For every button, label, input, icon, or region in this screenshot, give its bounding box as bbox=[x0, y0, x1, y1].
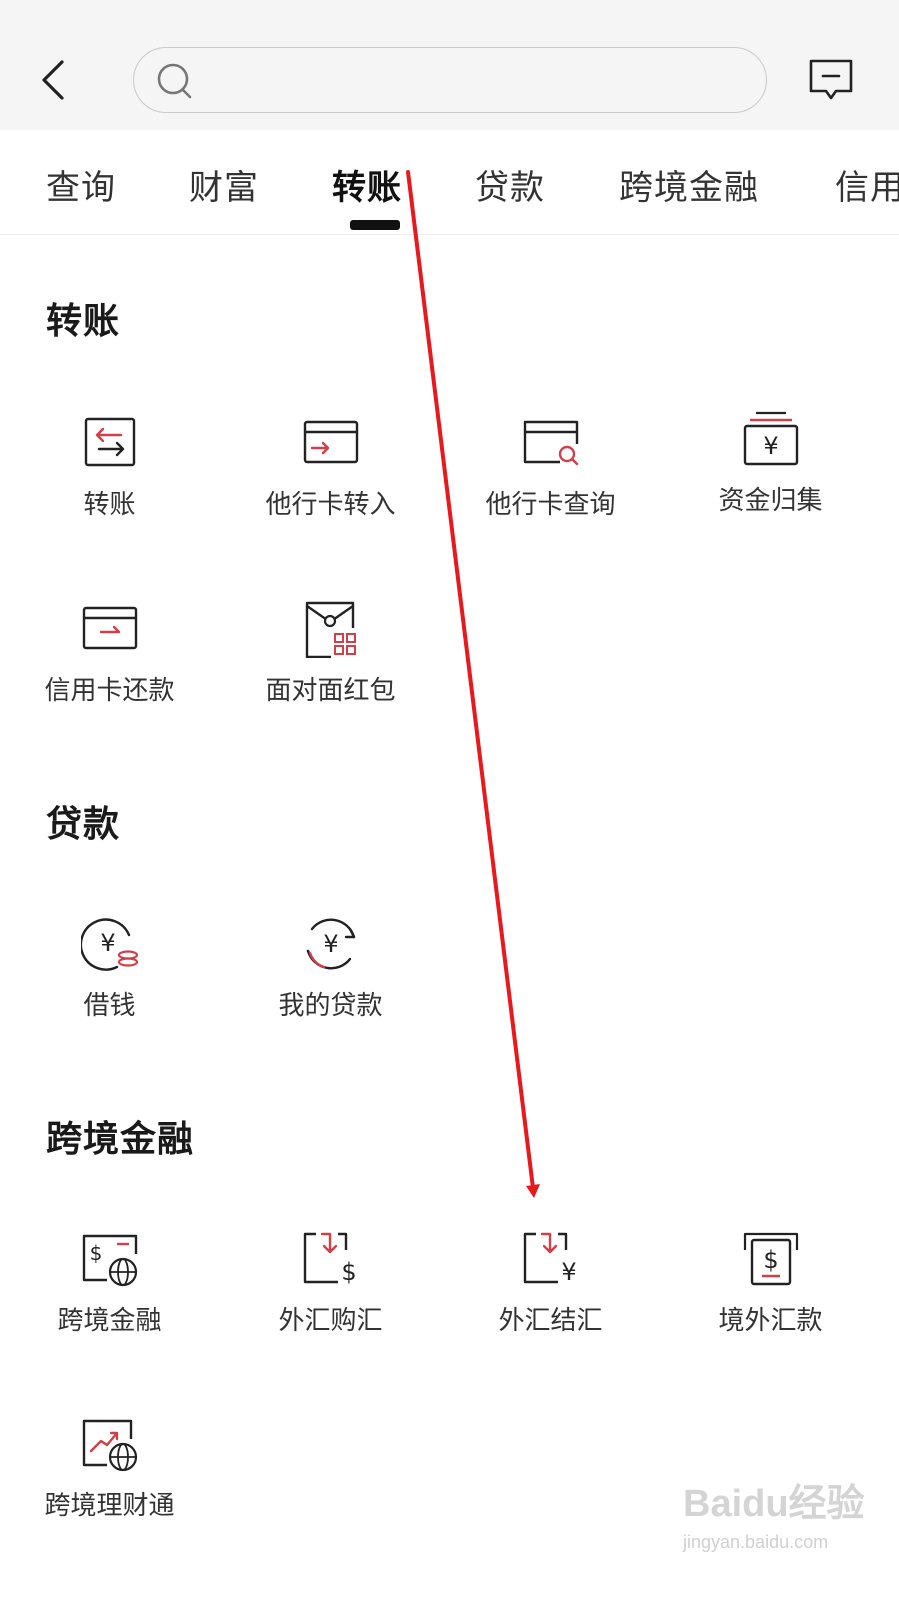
grid-item-borrow-money[interactable]: ¥ 借钱 bbox=[0, 915, 222, 1065]
grid-item-label: 他行卡查询 bbox=[485, 490, 616, 520]
tab-wealth[interactable]: 财富 bbox=[189, 168, 259, 208]
cross-border-finance-icon: $ bbox=[82, 1234, 138, 1287]
grid-item-fx-settlement[interactable]: ¥ 外汇结汇 bbox=[438, 1230, 663, 1380]
active-tab-indicator bbox=[350, 220, 400, 230]
grid-item-label: 资金归集 bbox=[718, 486, 823, 516]
grid-item-card-transfer-in[interactable]: 他行卡转入 bbox=[218, 414, 443, 564]
section-title-loan: 贷款 bbox=[46, 804, 121, 845]
transfer-icon bbox=[84, 417, 136, 467]
search-icon bbox=[157, 63, 192, 99]
grid-item-label: 跨境金融 bbox=[57, 1306, 162, 1336]
grid-item-credit-card-repay[interactable]: 信用卡还款 bbox=[0, 600, 222, 750]
grid-item-my-loan[interactable]: ¥ 我的贷款 bbox=[218, 915, 443, 1065]
grid-item-transfer[interactable]: 转账 bbox=[0, 414, 222, 564]
grid-item-overseas-remittance[interactable]: $ 境外汇款 bbox=[658, 1230, 883, 1380]
overseas-remittance-icon: $ bbox=[743, 1232, 799, 1286]
tab-query[interactable]: 查询 bbox=[46, 168, 116, 208]
svg-text:¥: ¥ bbox=[561, 1258, 576, 1286]
message-icon[interactable] bbox=[808, 58, 854, 104]
svg-text:¥: ¥ bbox=[323, 930, 338, 958]
svg-text:$: $ bbox=[90, 1241, 103, 1265]
grid-item-fx-purchase[interactable]: $ 外汇购汇 bbox=[218, 1230, 443, 1380]
fx-settlement-icon: ¥ bbox=[523, 1232, 577, 1286]
tab-cross-border[interactable]: 跨境金融 bbox=[619, 168, 759, 208]
fx-purchase-icon: $ bbox=[303, 1232, 357, 1286]
grid-item-label: 外汇购汇 bbox=[278, 1306, 383, 1336]
grid-item-card-search[interactable]: 他行卡查询 bbox=[438, 414, 663, 564]
grid-item-label: 境外汇款 bbox=[718, 1306, 823, 1336]
section-title-transfer: 转账 bbox=[46, 301, 121, 342]
search-input[interactable] bbox=[204, 48, 748, 112]
search-bar[interactable] bbox=[133, 47, 767, 113]
section-title-cross-border: 跨境金融 bbox=[46, 1119, 195, 1160]
grid-item-label: 借钱 bbox=[83, 991, 136, 1021]
svg-text:$: $ bbox=[763, 1246, 778, 1274]
grid-item-cross-border-wealth[interactable]: 跨境理财通 bbox=[0, 1415, 222, 1565]
svg-text:¥: ¥ bbox=[100, 929, 115, 957]
grid-item-label: 外汇结汇 bbox=[498, 1306, 603, 1336]
category-tabs: 查询 财富 转账 贷款 跨境金融 信用 bbox=[0, 130, 899, 235]
grid-item-label: 转账 bbox=[83, 490, 136, 520]
tab-transfer[interactable]: 转账 bbox=[332, 168, 402, 208]
grid-item-label: 跨境理财通 bbox=[44, 1491, 175, 1521]
borrow-money-icon: ¥ bbox=[81, 918, 139, 971]
watermark-brand: Baidu经验 bbox=[683, 1483, 865, 1525]
my-loan-icon: ¥ bbox=[306, 918, 356, 970]
tab-loan[interactable]: 贷款 bbox=[475, 168, 545, 208]
svg-text:$: $ bbox=[341, 1258, 356, 1286]
grid-item-label: 我的贷款 bbox=[278, 991, 383, 1021]
watermark-url: jingyan.baidu.com bbox=[683, 1532, 829, 1552]
grid-item-label: 他行卡转入 bbox=[265, 490, 396, 520]
grid-item-label: 信用卡还款 bbox=[44, 676, 175, 706]
red-packet-icon bbox=[305, 601, 356, 658]
baidu-watermark: Baidu经验 jingyan.baidu.com bbox=[683, 1472, 883, 1564]
grid-item-cross-border-finance[interactable]: $ 跨境金融 bbox=[0, 1230, 222, 1380]
fund-collection-icon: ¥ bbox=[743, 411, 799, 466]
top-bar bbox=[0, 0, 899, 130]
grid-item-red-packet[interactable]: 面对面红包 bbox=[218, 600, 443, 750]
back-arrow-icon[interactable] bbox=[36, 58, 76, 102]
card-transfer-in-icon bbox=[303, 420, 359, 464]
grid-item-label: 面对面红包 bbox=[265, 676, 396, 706]
tab-credit[interactable]: 信用 bbox=[835, 168, 899, 208]
grid-item-fund-collection[interactable]: ¥ 资金归集 bbox=[658, 410, 883, 560]
card-search-icon bbox=[523, 420, 579, 466]
credit-card-repay-icon bbox=[82, 606, 138, 650]
cross-border-wealth-icon bbox=[82, 1419, 138, 1472]
svg-text:¥: ¥ bbox=[763, 432, 778, 460]
